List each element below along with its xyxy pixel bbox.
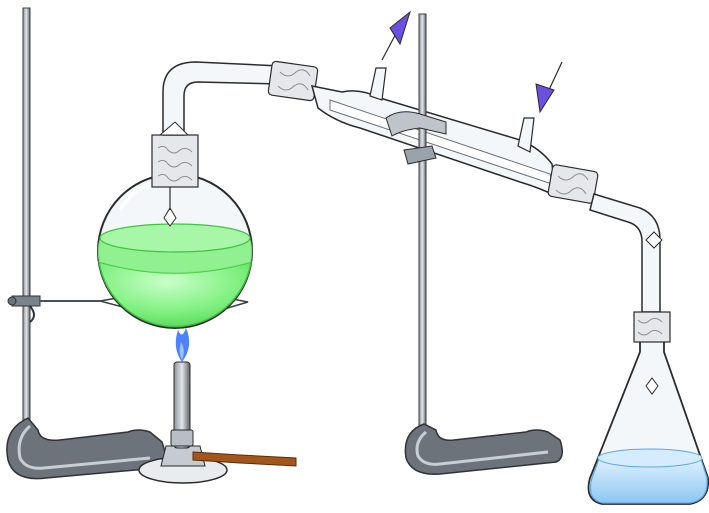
right-ring-stand (386, 14, 562, 474)
right-stand-base (405, 424, 562, 474)
blue-liquid-surface (598, 449, 702, 467)
condenser-clamp-lower (404, 146, 436, 164)
right-stand-rod (419, 14, 426, 432)
receiving-flask (589, 194, 709, 504)
water-in-line (548, 62, 562, 92)
condenser (312, 68, 598, 204)
bunsen-burner (139, 328, 296, 483)
vapor-tube-vertical (163, 62, 280, 135)
delivery-tube (160, 61, 318, 135)
left-stand-rod (23, 8, 30, 426)
burner-air-collar (171, 430, 193, 446)
left-stand-clamp-hook (30, 306, 34, 322)
water-in-arrowhead (536, 84, 554, 112)
left-stand-clamp-screw (8, 297, 16, 305)
distillation-flask (98, 135, 253, 328)
green-liquid-surface (100, 224, 250, 252)
erlenmeyer-stopper (634, 312, 670, 342)
tube-coupling-right (548, 164, 599, 204)
tube-coupling-left (268, 61, 318, 101)
arrow-down-icon (536, 62, 562, 112)
adapter-tube (590, 194, 660, 312)
arrow-up-icon (382, 12, 410, 60)
water-outlet-tube (370, 68, 386, 100)
